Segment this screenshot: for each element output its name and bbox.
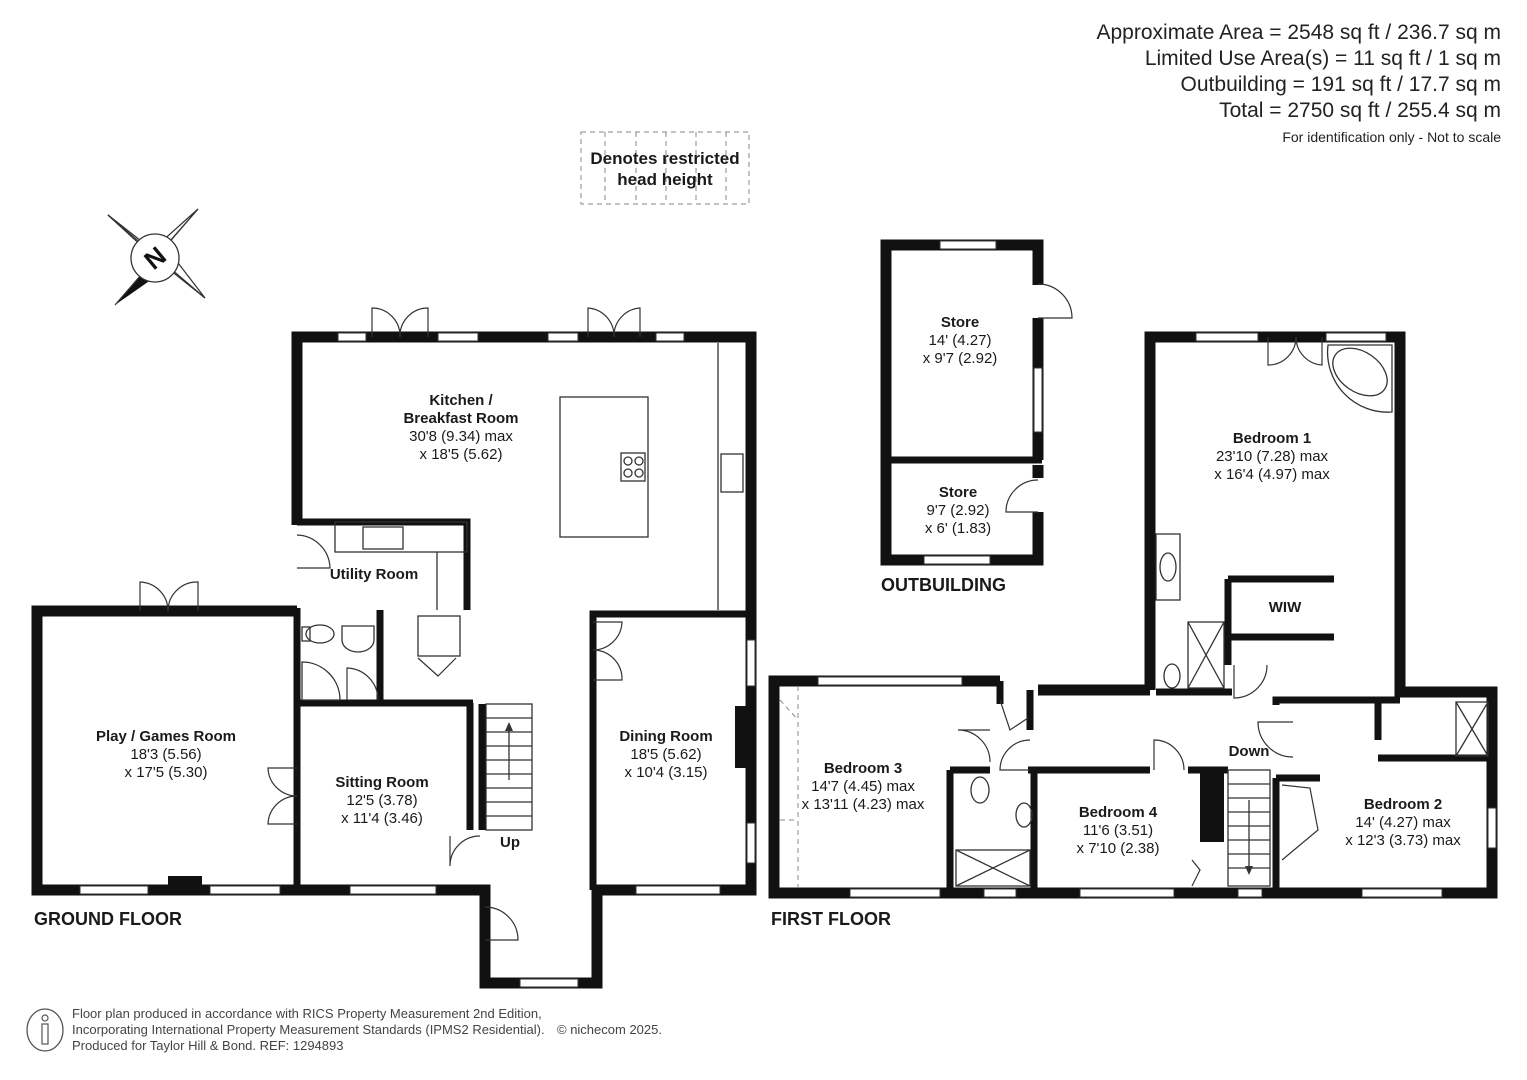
- room-name: Sitting Room: [335, 774, 429, 791]
- footer-copyright: © nichecom 2025.: [557, 1022, 662, 1037]
- room-label-sitting: Sitting Room 12'5 (3.78) x 11'4 (3.46): [335, 774, 428, 828]
- first-floor-windows: [817, 332, 1497, 898]
- room-dimension: x 12'3 (3.73) max: [1345, 832, 1461, 849]
- restricted-height-areas: [779, 686, 799, 888]
- room-label-bedroom-3: Bedroom 3 14'7 (4.45) max x 13'11 (4.23)…: [802, 760, 925, 814]
- limited-use-area: Limited Use Area(s) = 11 sq ft / 1 sq m: [1144, 47, 1501, 70]
- room-label-store-2: Store 9'7 (2.92) x 6' (1.83): [925, 484, 991, 538]
- room-name: Kitchen /: [429, 392, 493, 409]
- ground-floor-fixtures: [301, 343, 744, 831]
- room-dimension: x 9'7 (2.92): [922, 350, 998, 367]
- room-label-kitchen: Kitchen / Breakfast Room 30'8 (9.34) max…: [403, 392, 518, 464]
- room-dimension: x 7'10 (2.38): [1076, 840, 1160, 857]
- footer-line-3: Produced for Taylor Hill & Bond. REF: 12…: [72, 1038, 344, 1053]
- outbuilding-walls: [880, 239, 1073, 566]
- room-label-bedroom-2: Bedroom 2 14' (4.27) max x 12'3 (3.73) m…: [1345, 796, 1460, 850]
- room-dimension: 9'7 (2.92): [926, 502, 990, 519]
- room-dimension: x 11'4 (3.46): [341, 810, 423, 827]
- stairs-up-label: Up: [500, 834, 520, 851]
- identification-note: For identification only - Not to scale: [1282, 129, 1501, 145]
- room-name: Play / Games Room: [95, 728, 237, 745]
- room-dimension: 14'7 (4.45) max: [811, 778, 915, 795]
- room-label-play: Play / Games Room 18'3 (5.56) x 17'5 (5.…: [96, 728, 236, 782]
- room-dimension: 14' (4.27): [928, 332, 992, 349]
- room-dimension: 11'6 (3.51): [1082, 822, 1154, 839]
- room-dimension: x 16'4 (4.97) max: [1214, 466, 1330, 483]
- room-dimension: 18'3 (5.56): [130, 746, 202, 763]
- room-dimension: 30'8 (9.34) max: [409, 428, 513, 445]
- room-dimension: x 18'5 (5.62): [419, 446, 503, 463]
- room-name: WIW: [1268, 599, 1302, 616]
- room-dimension: x 13'11 (4.23) max: [801, 796, 925, 813]
- room-name: Store: [938, 484, 978, 501]
- room-label-bedroom-4: Bedroom 4 11'6 (3.51) x 7'10 (2.38): [1077, 804, 1160, 858]
- area-summary: Approximate Area = 2548 sq ft / 236.7 sq…: [1097, 20, 1502, 150]
- room-name: Bedroom 2: [1363, 796, 1443, 813]
- restricted-key-line2: head height: [617, 170, 713, 189]
- room-dimension: 23'10 (7.28) max: [1215, 448, 1329, 465]
- room-name: Bedroom 1: [1232, 430, 1312, 447]
- room-dimension: x 6' (1.83): [924, 520, 992, 537]
- person-info-icon: [26, 1008, 64, 1052]
- approximate-area: Approximate Area = 2548 sq ft / 236.7 sq…: [1096, 21, 1502, 44]
- footer-line-1: Floor plan produced in accordance with R…: [72, 1006, 542, 1021]
- restricted-height-key-box: [580, 131, 750, 205]
- room-name: Utility Room: [329, 566, 419, 583]
- compass-icon: N: [107, 208, 206, 306]
- stairs-down-label: Down: [1228, 743, 1270, 760]
- room-name: Bedroom 4: [1078, 804, 1158, 821]
- room-dimension: x 10'4 (3.15): [624, 764, 708, 781]
- room-name: Store: [940, 314, 980, 331]
- room-label-bedroom-1: Bedroom 1 23'10 (7.28) max x 16'4 (4.97)…: [1214, 430, 1329, 484]
- ground-floor-doors: [139, 307, 641, 941]
- footer-credits: Floor plan produced in accordance with R…: [72, 1006, 662, 1054]
- outbuilding-title: OUTBUILDING: [881, 575, 1006, 595]
- room-name: Bedroom 3: [823, 760, 903, 777]
- room-label-wiw: WIW: [1269, 599, 1301, 617]
- first-floor-doors: [957, 336, 1323, 887]
- first-floor-fixtures: [955, 344, 1489, 887]
- room-name: Breakfast Room: [403, 410, 519, 427]
- room-dimension: 12'5 (3.78): [346, 792, 418, 809]
- room-dimension: 14' (4.27) max: [1355, 814, 1451, 831]
- outbuilding-area: Outbuilding = 191 sq ft / 17.7 sq m: [1180, 73, 1501, 96]
- total-area: Total = 2750 sq ft / 255.4 sq m: [1219, 99, 1501, 122]
- first-floor-title: FIRST FLOOR: [771, 909, 891, 929]
- restricted-key-line1: Denotes restricted: [590, 149, 740, 168]
- room-label-dining: Dining Room 18'5 (5.62) x 10'4 (3.15): [619, 728, 712, 782]
- footer-line-2: Incorporating International Property Mea…: [72, 1022, 545, 1037]
- ground-floor-windows: [79, 332, 756, 988]
- ground-floor-walls: [31, 331, 757, 989]
- room-label-utility: Utility Room: [330, 566, 418, 584]
- room-name: Dining Room: [619, 728, 713, 745]
- ground-floor-title: GROUND FLOOR: [34, 909, 182, 929]
- room-dimension: x 17'5 (5.30): [124, 764, 208, 781]
- room-label-store-1: Store 14' (4.27) x 9'7 (2.92): [923, 314, 998, 368]
- room-dimension: 18'5 (5.62): [630, 746, 702, 763]
- restricted-height-key: Denotes restricted head height: [581, 132, 749, 204]
